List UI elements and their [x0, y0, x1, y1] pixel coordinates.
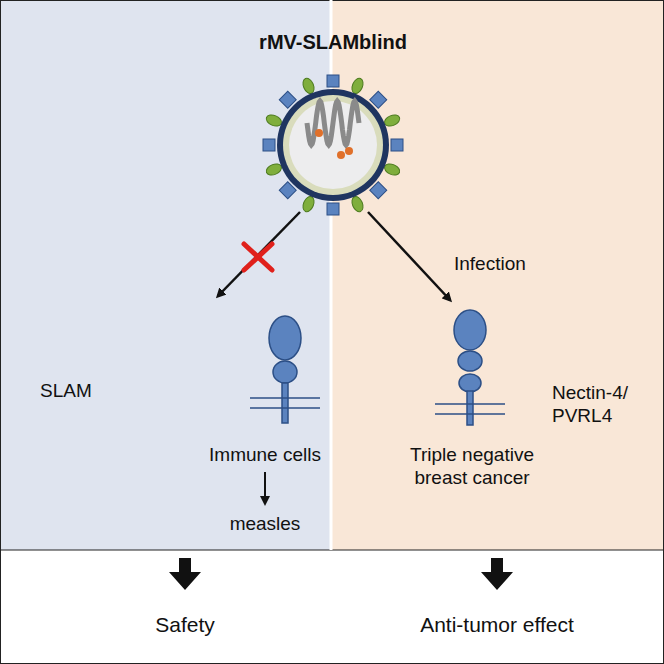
spike [391, 139, 403, 151]
nectin4-receptor [454, 310, 486, 425]
down-arrow [169, 558, 201, 590]
node-text: Immune cells [209, 444, 321, 467]
envelope-inner [283, 95, 383, 195]
spike [327, 203, 339, 215]
nucleocapsid [307, 101, 359, 145]
outcome-label: Safety [155, 612, 215, 637]
node-text: Triple negative breast cancer [387, 444, 557, 490]
spike [263, 139, 275, 151]
protein [345, 147, 353, 155]
arrow [218, 212, 300, 296]
node-text: Infection [454, 253, 526, 276]
arrow [264, 472, 266, 503]
envelope [277, 89, 389, 201]
protein [337, 151, 345, 159]
node-text: SLAM [40, 380, 92, 403]
arrow [368, 212, 450, 300]
node-text: measles [230, 513, 301, 536]
core [289, 101, 377, 189]
slam-receptor [269, 316, 301, 423]
panel: SLAM Immune cells measles [0, 0, 330, 550]
panel: InfectionNectin-4/ PVRL4Triple negative … [332, 0, 664, 550]
red-cross [244, 244, 272, 270]
outcome-label: Anti-tumor effect [420, 612, 574, 637]
spike [327, 75, 339, 87]
protein [315, 129, 323, 137]
membrane [435, 404, 505, 414]
title-label: rMV-SLAMblind [259, 30, 407, 54]
membrane [250, 398, 320, 408]
node-text: Nectin-4/ PVRL4 [552, 382, 652, 428]
down-arrow [481, 558, 513, 590]
virus-illustration [263, 75, 403, 215]
